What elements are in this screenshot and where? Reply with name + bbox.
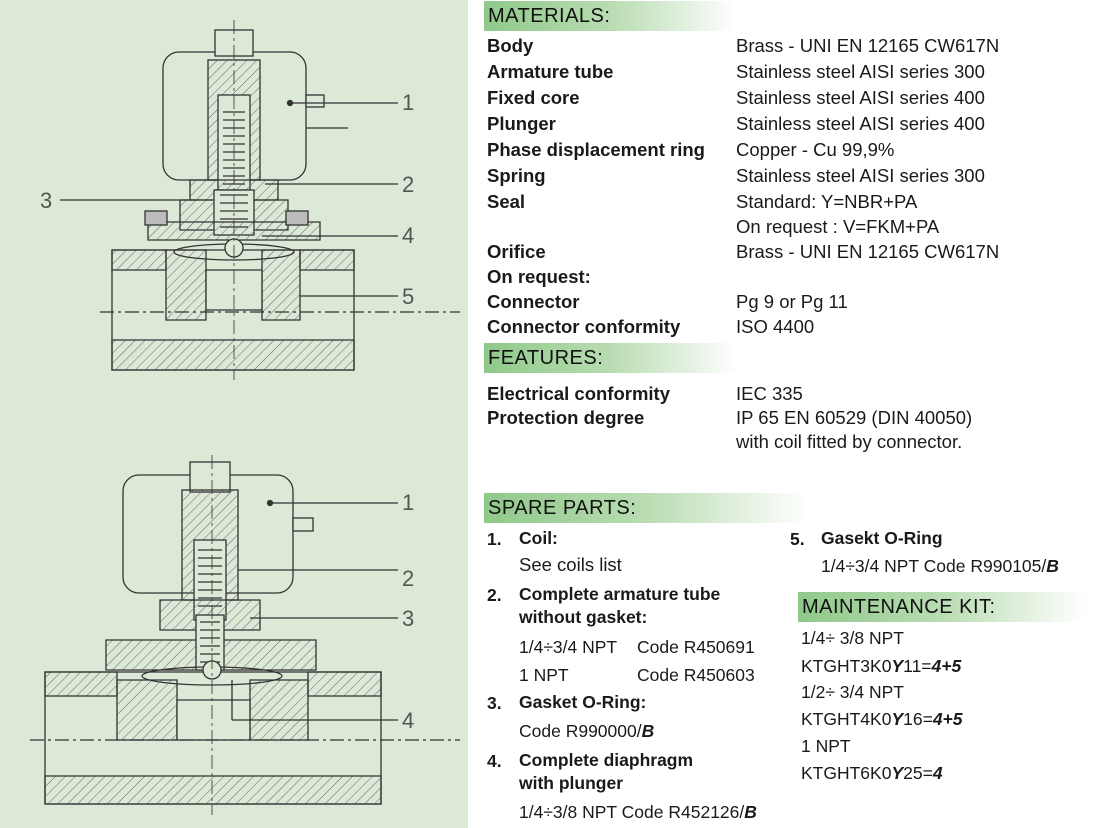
spare-number: 1. — [487, 529, 502, 549]
material-key: Orifice — [487, 241, 546, 262]
feature-value: IP 65 EN 60529 (DIN 40050) — [736, 407, 973, 428]
callout-5-top: 5 — [402, 284, 414, 309]
spare-title: Complete armature tube — [519, 584, 721, 604]
callout-1-top: 1 — [402, 90, 414, 115]
features-heading: FEATURES: — [484, 343, 738, 373]
spare-code: 1/4÷3/4 NPT Code R990105/B — [821, 556, 1059, 576]
spare-code: Code R990000/B — [519, 721, 655, 741]
kit-code: KTGHT3K0Y11=4+5 — [801, 656, 962, 676]
spare-number: 2. — [487, 585, 502, 605]
feature-key: Electrical conformity — [487, 383, 671, 404]
spare-code: 1/4÷3/8 NPT Code R452126/B — [519, 802, 757, 822]
spare-title: Gasket O-Ring: — [519, 692, 647, 712]
spare-number: 5. — [790, 529, 805, 549]
material-key: Armature tube — [487, 61, 614, 82]
drawing-panel: 1 2 3 4 5 — [0, 0, 468, 828]
material-key: Phase displacement ring — [487, 139, 705, 160]
feature-key: Protection degree — [487, 407, 645, 428]
material-value: Pg 9 or Pg 11 — [736, 291, 848, 312]
material-value: Brass - UNI EN 12165 CW617N — [736, 241, 1000, 262]
material-value: Standard: Y=NBR+PA — [736, 191, 918, 212]
material-key: Connector conformity — [487, 316, 681, 337]
material-key: Seal — [487, 191, 526, 212]
kit-size: 1/2÷ 3/4 NPT — [801, 682, 904, 702]
material-value: Stainless steel AISI series 300 — [736, 165, 985, 186]
spare-parts-heading: SPARE PARTS: — [484, 493, 808, 523]
material-key: On request: — [487, 266, 591, 287]
material-key: Spring — [487, 165, 546, 186]
kit-size: 1/4÷ 3/8 NPT — [801, 628, 904, 648]
feature-value: IEC 335 — [736, 383, 803, 404]
callout-4-bottom: 4 — [402, 708, 414, 733]
material-value: Stainless steel AISI series 300 — [736, 61, 985, 82]
callout-3-bottom: 3 — [402, 606, 414, 631]
material-value: Stainless steel AISI series 400 — [736, 87, 985, 108]
callout-2-bottom: 2 — [402, 566, 414, 591]
kit-code: KTGHT6K0Y25=4 — [801, 763, 943, 783]
spare-title: Gasekt O-Ring — [821, 528, 943, 548]
top-valve-drawing — [60, 20, 460, 380]
material-value: ISO 4400 — [736, 316, 815, 337]
material-key: Body — [487, 35, 534, 56]
material-value: On request : V=FKM+PA — [736, 216, 940, 237]
spare-size: 1 NPT — [519, 665, 569, 685]
spare-number: 3. — [487, 693, 502, 713]
callout-1-bottom: 1 — [402, 490, 414, 515]
kit-code: KTGHT4K0Y16=4+5 — [801, 709, 963, 729]
material-key: Connector — [487, 291, 580, 312]
spare-number: 4. — [487, 751, 502, 771]
callout-3-top: 3 — [40, 188, 52, 213]
bottom-valve-drawing — [30, 455, 460, 815]
spare-title: with plunger — [519, 773, 624, 793]
material-value: Stainless steel AISI series 400 — [736, 113, 985, 134]
spare-title: Complete diaphragm — [519, 750, 694, 770]
material-key: Fixed core — [487, 87, 580, 108]
materials-heading: MATERIALS: — [484, 1, 738, 31]
callout-4-top: 4 — [402, 223, 414, 248]
spare-code: Code R450603 — [637, 665, 755, 685]
callout-2-top: 2 — [402, 172, 414, 197]
spare-size: 1/4÷3/4 NPT — [519, 637, 618, 657]
maintenance-kit-heading: MAINTENANCE KIT: — [798, 592, 1086, 622]
spare-line: See coils list — [519, 554, 622, 575]
material-key: Plunger — [487, 113, 556, 134]
spare-title: Coil: — [519, 528, 558, 548]
material-value: Brass - UNI EN 12165 CW617N — [736, 35, 1000, 56]
material-value: Copper - Cu 99,9% — [736, 139, 895, 160]
kit-size: 1 NPT — [801, 736, 851, 756]
valve-cross-section-drawings: 1 2 3 4 5 — [30, 20, 460, 815]
spare-code: Code R450691 — [637, 637, 755, 657]
feature-value: with coil fitted by connector. — [736, 431, 963, 452]
spare-title: without gasket: — [519, 607, 648, 627]
